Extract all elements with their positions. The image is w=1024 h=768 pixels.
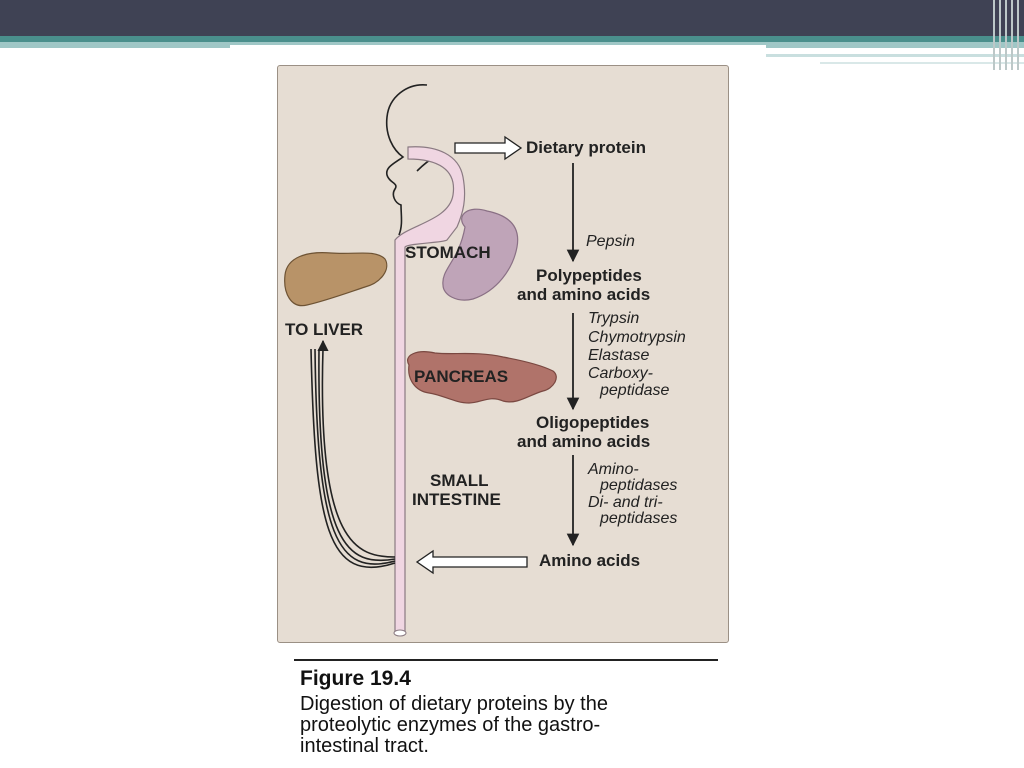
slide-accent-line-thin xyxy=(820,62,1024,64)
slide-accent-line xyxy=(760,54,1024,57)
step-oligopeptides-line2: and amino acids xyxy=(517,432,650,451)
enzyme-aminopeptidases: Amino- xyxy=(587,461,639,478)
enzyme-carboxypeptidase: Carboxy- xyxy=(588,365,653,382)
caption-line: proteolytic enzymes of the gastro- xyxy=(300,714,601,736)
absorption-curve xyxy=(310,348,396,569)
stomach-icon xyxy=(442,208,519,301)
absorption-curve xyxy=(321,348,396,558)
absorption-curve xyxy=(318,348,396,562)
label-to-liver: TO LIVER xyxy=(285,320,363,339)
label-stomach: STOMACH xyxy=(405,243,491,262)
step-dietary-protein: Dietary protein xyxy=(526,138,646,157)
caption-line: intestinal tract. xyxy=(300,735,429,757)
label-small: SMALL xyxy=(430,471,489,490)
absorption-curve xyxy=(314,348,396,565)
slide-header-band xyxy=(230,45,766,67)
enzyme-trypsin: Trypsin xyxy=(588,310,639,327)
step-polypeptides: Polypeptides xyxy=(536,266,642,285)
tract-end xyxy=(393,629,407,637)
absorption-arrow xyxy=(415,549,528,575)
diagram-panel xyxy=(277,65,729,643)
label-intestine: INTESTINE xyxy=(412,490,501,509)
step-oligopeptides: Oligopeptides xyxy=(536,413,649,432)
enzyme-elastase: Elastase xyxy=(588,347,649,364)
protein-digestion-diagram: Dietary protein Polypeptides and amino a… xyxy=(284,84,686,637)
figure-caption: Digestion of dietary proteins by the pro… xyxy=(300,694,740,757)
step-polypeptides-line2: and amino acids xyxy=(517,285,650,304)
figure-title: Figure 19.4 xyxy=(300,667,411,690)
slide-top-bar xyxy=(0,0,1024,36)
label-pancreas: PANCREAS xyxy=(414,367,508,386)
intake-arrow xyxy=(454,135,523,161)
pancreas-icon xyxy=(407,351,557,404)
step-amino-acids: Amino acids xyxy=(539,551,640,570)
enzyme-di-tripeptidases-line2: peptidases xyxy=(599,510,677,527)
slide-accent-stripe xyxy=(0,36,1024,42)
caption-line: Digestion of dietary proteins by the xyxy=(300,693,608,715)
enzyme-aminopeptidases-line2: peptidases xyxy=(599,477,677,494)
slide-edge-decoration xyxy=(993,0,1019,70)
liver-icon xyxy=(284,252,388,307)
enzyme-pepsin: Pepsin xyxy=(586,233,635,250)
enzyme-chymotrypsin: Chymotrypsin xyxy=(588,329,686,346)
caption-rule xyxy=(294,659,718,661)
gi-tract-tube xyxy=(394,146,466,634)
enzyme-carboxypeptidase-line2: peptidase xyxy=(599,382,669,399)
enzyme-di-tripeptidases: Di- and tri- xyxy=(588,494,663,511)
